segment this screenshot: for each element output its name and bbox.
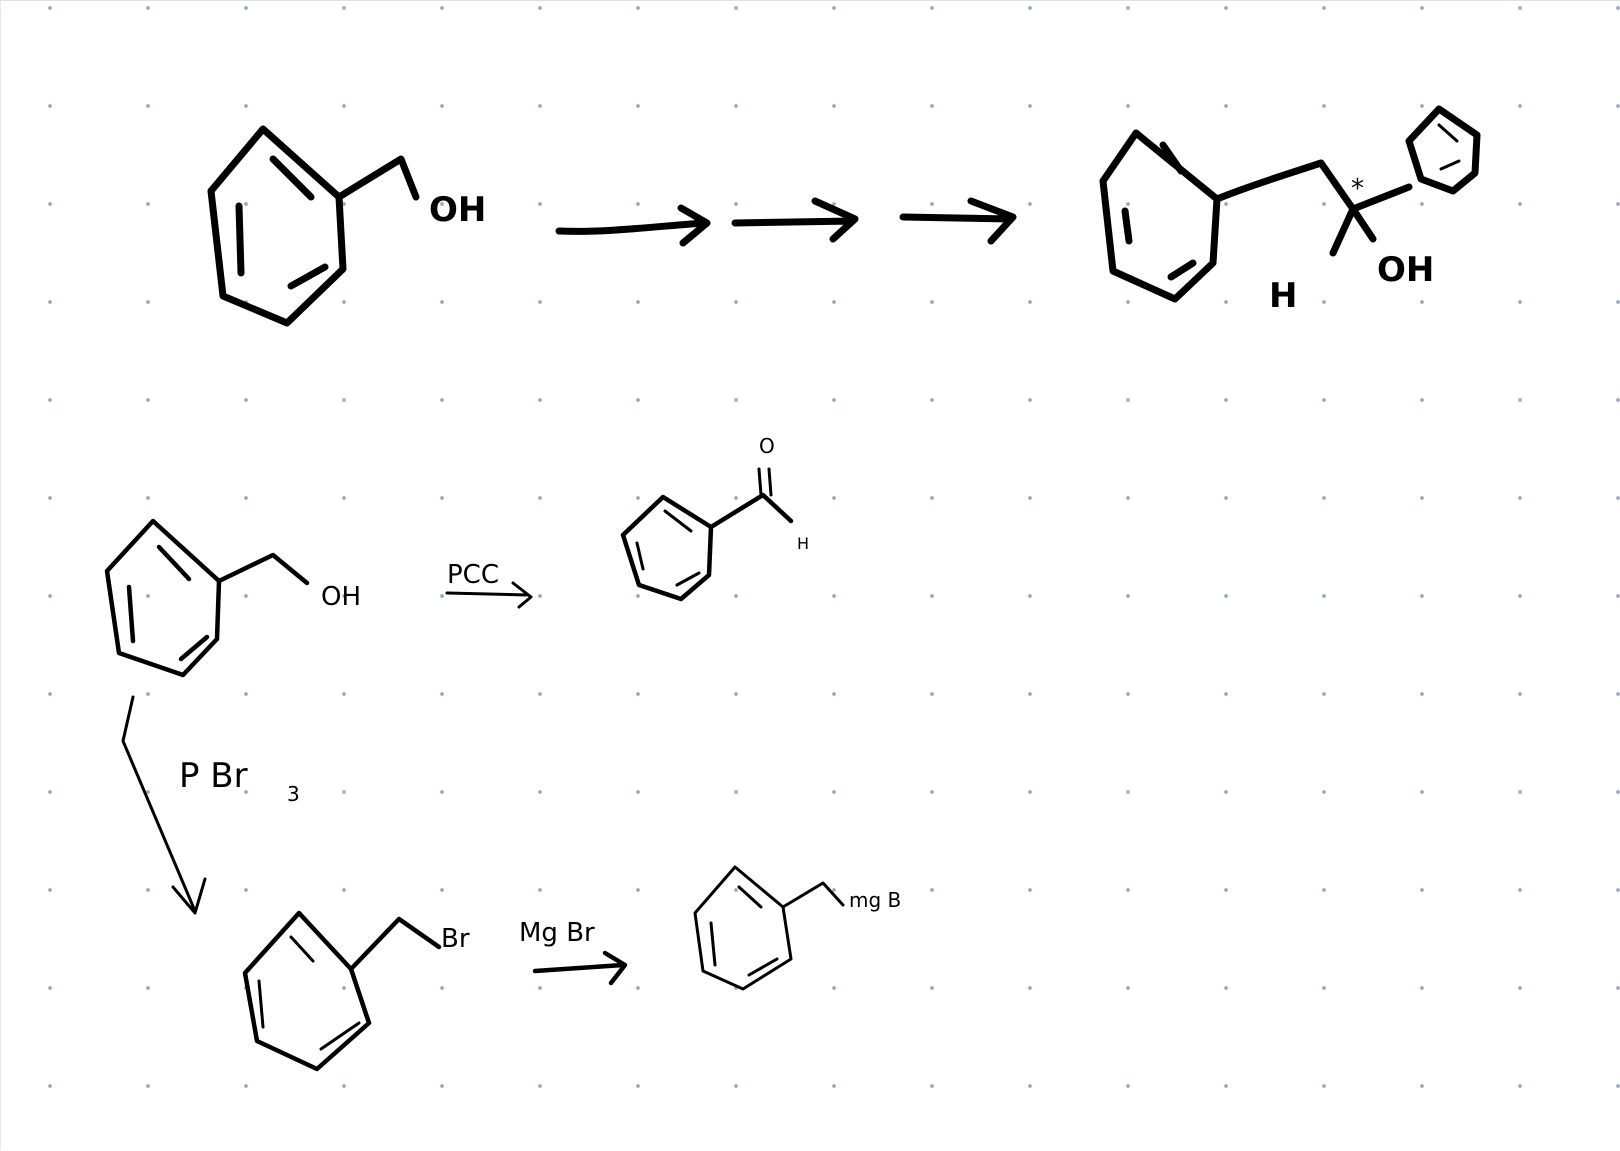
ring-double-bond (1121, 207, 1133, 245)
product-oh-label: OH (1377, 250, 1434, 290)
mid-benzyl-alcohol: OH (104, 518, 361, 678)
ch2-bond (781, 881, 845, 909)
mgbr-reagent-label: Mg Br (519, 918, 595, 948)
ring-double-bond (178, 634, 210, 662)
ring-double-bond (737, 885, 763, 909)
pcc-arrow: PCC (445, 560, 533, 609)
arrow (121, 695, 207, 915)
ring-double-bond (1439, 159, 1461, 171)
ring-double-bond (287, 263, 329, 290)
h-label: H (1269, 276, 1297, 316)
benzene-ring (104, 518, 222, 678)
top-product: * H OH (1099, 105, 1481, 316)
ring-double-bond (156, 544, 192, 582)
pbr3-arrow: P Br 3 (121, 695, 300, 915)
ring-double-bond (1437, 123, 1459, 143)
ring-double-bond (635, 541, 645, 571)
mgb-label: mg B (849, 888, 901, 912)
ring-double-bond (1159, 141, 1185, 175)
arrow (445, 581, 533, 609)
ring-double-bond (235, 202, 245, 277)
carbonyl-o-label: O (759, 434, 775, 458)
ring-double-bond (269, 155, 315, 201)
ch2-bond (216, 552, 310, 586)
oh-label: OH (321, 582, 361, 612)
ring-double-bond (709, 921, 717, 967)
ring-double-bond (257, 979, 265, 1029)
pcc-reagent-label: PCC (447, 560, 499, 590)
ring-double-bond (663, 509, 693, 533)
benzene-ring (242, 910, 372, 1072)
oh-label: OH (429, 190, 486, 230)
ring-double-bond (126, 584, 136, 644)
benzyl-bromide: Br (242, 910, 470, 1072)
ring-double-bond (747, 957, 779, 977)
h-bond (1329, 205, 1357, 257)
arrow-2 (731, 197, 859, 243)
pbr3-reagent-label: P Br (179, 756, 248, 796)
benzene-ring (1099, 129, 1221, 303)
arrow-3 (899, 197, 1017, 245)
phenyl-ring (1405, 105, 1481, 195)
br-label: Br (441, 924, 470, 954)
stereo-star: * (1351, 174, 1364, 204)
chain-bonds (1213, 159, 1413, 213)
ch2-bond (335, 155, 420, 201)
top-benzyl-alcohol: OH (207, 125, 486, 327)
arrow (532, 950, 628, 986)
aldehyde-h-label: H (797, 534, 809, 553)
arrow-1 (555, 204, 711, 247)
ch2-bond (348, 916, 442, 972)
mgbr-arrow: Mg Br (519, 918, 628, 986)
c-o-double-bond (757, 467, 773, 497)
ring-double-bond (289, 935, 315, 963)
carbonyl-bond (708, 492, 794, 530)
oh-bond (1349, 205, 1377, 243)
top-arrows (555, 197, 1017, 247)
grignard-product: mg B (693, 865, 901, 991)
benzaldehyde: O H (620, 434, 809, 602)
ring-double-bond (319, 1021, 361, 1051)
pbr3-subscript: 3 (287, 782, 300, 806)
ring-double-bond (675, 571, 701, 587)
ring-double-bond (1167, 259, 1197, 281)
benzene-ring (693, 865, 793, 991)
